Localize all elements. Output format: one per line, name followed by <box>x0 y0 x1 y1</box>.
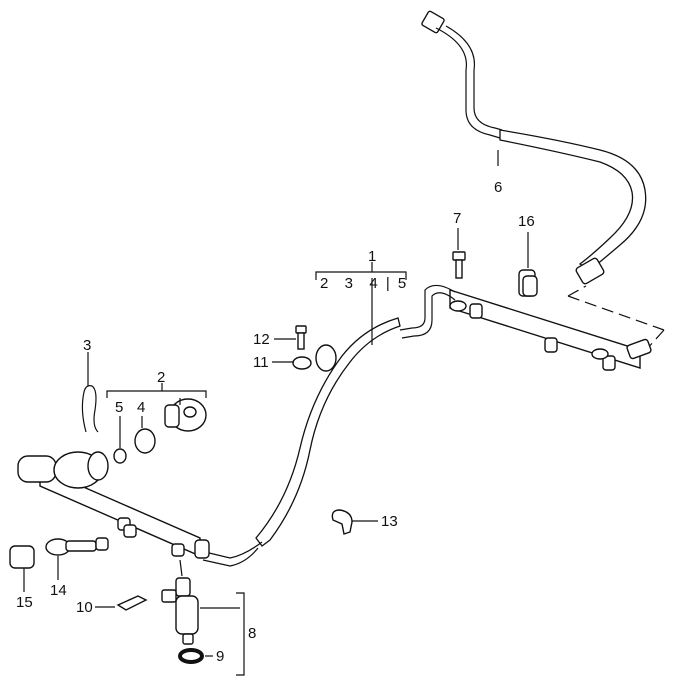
bolt-7 <box>452 251 466 279</box>
callout-1: 1 <box>368 248 377 265</box>
retaining-clip <box>81 385 99 433</box>
callout-15: 15 <box>16 594 33 611</box>
fuel-rail-right <box>449 289 652 371</box>
cap-15 <box>9 545 35 569</box>
clip-10 <box>116 595 148 611</box>
callout-9: 9 <box>216 648 225 665</box>
callout-10: 10 <box>76 599 93 616</box>
bolt-12 <box>295 325 307 350</box>
crossover-hose <box>202 284 456 567</box>
callout-4: 4 <box>137 399 146 416</box>
clip-13 <box>331 509 353 535</box>
callout-5: 5 <box>115 399 124 416</box>
callout-7: 7 <box>453 210 462 227</box>
callout-6: 6 <box>494 179 503 196</box>
fuel-rail-left <box>17 451 210 559</box>
hose-clip-16 <box>518 269 538 297</box>
pressure-regulator <box>164 398 207 432</box>
callout-13: 13 <box>381 513 398 530</box>
callout-1-members: 2 3 4 | 5 <box>320 275 407 292</box>
o-ring-small <box>113 448 127 464</box>
callout-11: 11 <box>253 354 269 371</box>
leader-lines <box>23 150 529 676</box>
callout-2: 2 <box>157 369 166 386</box>
callout-12: 12 <box>253 331 270 348</box>
valve-14 <box>45 524 137 556</box>
fuel-hose-upper <box>421 10 647 285</box>
callout-14: 14 <box>50 582 67 599</box>
callout-3: 3 <box>83 337 92 354</box>
callout-16: 16 <box>518 213 535 230</box>
callout-8: 8 <box>248 625 257 642</box>
hose-clamp-11 <box>292 344 337 372</box>
o-ring-9 <box>178 648 204 664</box>
o-ring-large <box>134 428 156 454</box>
fuel-injector <box>161 577 199 645</box>
